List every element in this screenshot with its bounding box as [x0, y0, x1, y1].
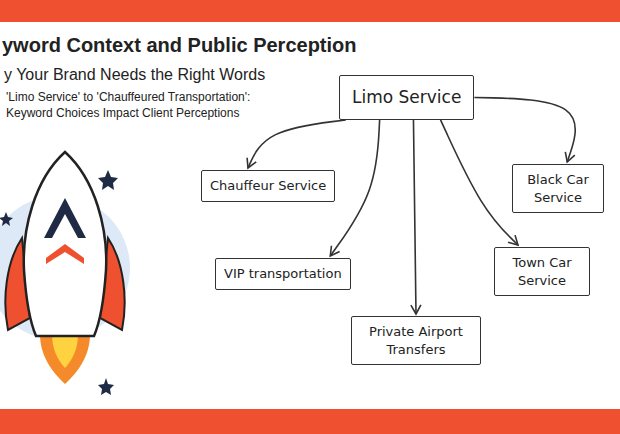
star: [98, 378, 114, 395]
logo-mark: [44, 198, 86, 238]
process-box: Limo Service: [339, 75, 474, 120]
page-title: yword Context and Public Perception: [2, 34, 357, 57]
subtitle-line: 'Limo Service' to 'Chauffeured Transport…: [6, 90, 250, 104]
star: [0, 212, 13, 226]
logo-mark: [46, 244, 84, 264]
subtitle-line: Keyword Choices Impact Client Perception…: [6, 106, 239, 120]
process-box: Town Car Service: [494, 247, 590, 296]
subtitle: y Your Brand Needs the Right Words: [4, 66, 265, 84]
node-label: VIP transportation: [224, 265, 342, 283]
rocket-flame: [52, 334, 78, 368]
node-label: Private Airport Transfers: [360, 323, 472, 358]
arrow-connector: [248, 120, 346, 168]
node-label: Limo Service: [352, 86, 461, 109]
node-label: Chauffeur Service: [210, 177, 326, 195]
bottom-bar: [0, 409, 620, 434]
process-box: Chauffeur Service: [201, 170, 335, 202]
node-label: Town Car Service: [503, 254, 581, 289]
arrow-connector: [474, 97, 575, 162]
node-label: Black Car Service: [521, 171, 595, 206]
arrow-connector: [330, 120, 379, 256]
arrow-connector: [441, 120, 518, 245]
star: [98, 170, 118, 190]
arrow-connector: [413, 120, 416, 314]
rocket-body: [24, 152, 106, 336]
process-box: Black Car Service: [512, 164, 604, 213]
process-box: Private Airport Transfers: [351, 316, 481, 365]
process-box: VIP transportation: [215, 258, 351, 290]
top-bar: [0, 0, 620, 22]
rocket-flame: [40, 334, 90, 384]
